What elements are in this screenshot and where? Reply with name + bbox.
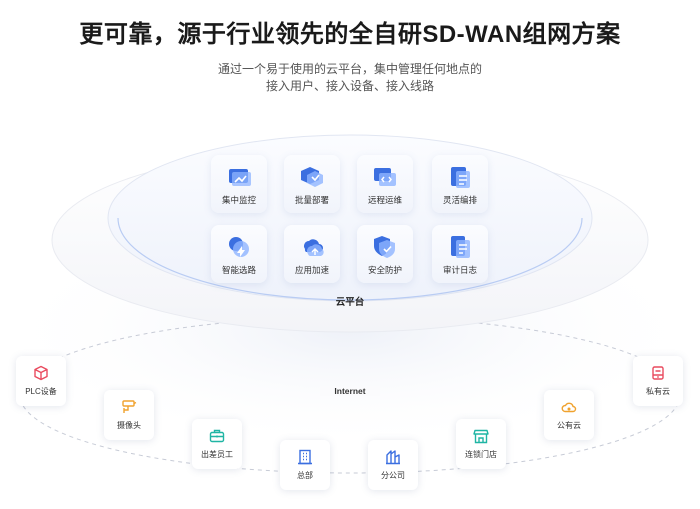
node-camera: 摄像头 xyxy=(104,390,154,440)
feature-label: 应用加速 xyxy=(294,265,329,275)
inner-platform xyxy=(107,134,593,302)
orchestration-icon xyxy=(451,167,470,188)
monitor-icon xyxy=(229,169,251,186)
branch-building-icon xyxy=(386,450,400,465)
private-cloud-icon xyxy=(652,366,664,380)
store-icon xyxy=(473,429,489,444)
cloud-accelerate-icon xyxy=(304,239,324,256)
plc-box-icon xyxy=(34,365,48,381)
inner-platform-rim xyxy=(117,217,583,301)
subtitle-line-2: 接入用户、接入设备、接入线路 xyxy=(265,79,434,93)
feature-tile-deploy: 批量部署 xyxy=(284,155,340,213)
feature-label: 集中监控 xyxy=(221,195,256,205)
public-cloud-icon xyxy=(561,402,577,413)
node-public-cloud: 公有云 xyxy=(544,390,594,440)
feature-tile-audit-log: 审计日志 xyxy=(432,225,488,283)
smart-route-icon xyxy=(229,237,249,257)
node-label: PLC设备 xyxy=(25,387,57,396)
node-label: 摄像头 xyxy=(117,421,141,430)
shield-icon xyxy=(374,236,395,258)
node-label: 分公司 xyxy=(381,471,405,480)
feature-label: 批量部署 xyxy=(294,195,329,205)
node-label: 连锁门店 xyxy=(465,450,497,459)
feature-label: 远程运维 xyxy=(367,195,402,205)
page-title: 更可靠，源于行业领先的全自研SD-WAN组网方案 xyxy=(79,21,621,48)
feature-tile-accelerate: 应用加速 xyxy=(284,225,340,283)
building-icon xyxy=(298,449,312,465)
node-label: 总部 xyxy=(297,471,313,480)
audit-log-icon xyxy=(451,236,470,258)
node-label: 公有云 xyxy=(557,421,581,430)
internet-label: Internet xyxy=(320,386,380,396)
feature-tile-security: 安全防护 xyxy=(357,225,413,283)
node-label: 出差员工 xyxy=(201,450,233,459)
cloud-platform-label: 云平台 xyxy=(335,297,365,308)
feature-tile-smart-route: 智能选路 xyxy=(211,225,267,283)
feature-tile-monitor: 集中监控 xyxy=(211,155,267,213)
node-chain-store: 连锁门店 xyxy=(456,419,506,469)
page-subtitle: 通过一个易于使用的云平台，集中管理任何地点的 接入用户、接入设备、接入线路 xyxy=(0,61,700,95)
subtitle-line-1: 通过一个易于使用的云平台，集中管理任何地点的 xyxy=(217,62,482,76)
node-plc-device: PLC设备 xyxy=(16,356,66,406)
node-label: 私有云 xyxy=(646,387,670,396)
feature-tile-remote-ops: 远程运维 xyxy=(357,155,413,213)
feature-label: 审计日志 xyxy=(442,265,477,275)
camera-icon xyxy=(122,400,137,413)
deploy-icon xyxy=(301,167,323,187)
briefcase-icon xyxy=(209,429,225,443)
feature-label: 灵活编排 xyxy=(442,195,477,205)
feature-label: 智能选路 xyxy=(221,265,256,275)
node-headquarters: 总部 xyxy=(280,440,330,490)
remote-ops-icon xyxy=(374,168,396,186)
feature-tile-orchestration: 灵活编排 xyxy=(432,155,488,213)
node-traveling-staff: 出差员工 xyxy=(192,419,242,469)
node-private-cloud: 私有云 xyxy=(633,356,683,406)
feature-label: 安全防护 xyxy=(367,265,402,275)
node-branch-office: 分公司 xyxy=(368,440,418,490)
